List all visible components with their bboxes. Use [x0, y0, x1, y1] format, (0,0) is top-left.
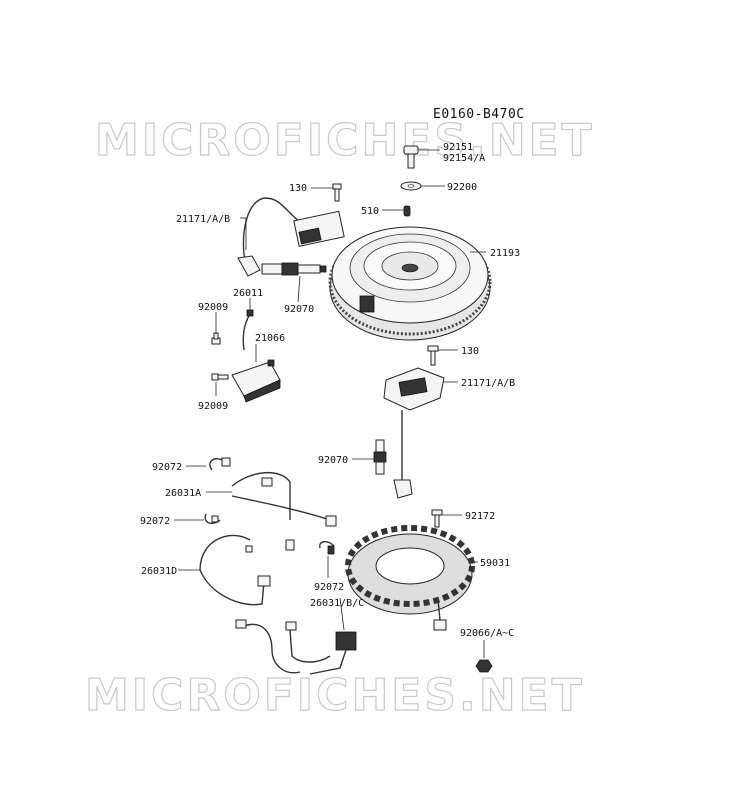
label-26031bc: 26031/B/C [310, 598, 364, 609]
label-26031d: 26031D [141, 566, 177, 577]
stator-59031 [345, 525, 475, 631]
ignition-coil-upper [237, 197, 345, 277]
label-92009-lower: 92009 [198, 401, 228, 412]
label-510: 510 [361, 206, 379, 217]
label-92154: 92154/A [443, 153, 485, 164]
label-92066: 92066/A~C [460, 628, 514, 639]
label-21193: 21193 [490, 248, 520, 259]
key-510 [403, 205, 411, 217]
label-26011: 26011 [233, 288, 263, 299]
watermark-bottom: MICROFICHES.NET [85, 670, 585, 721]
label-92072-middle: 92072 [140, 516, 170, 527]
label-26031a: 26031A [165, 488, 201, 499]
label-92151: 92151 [443, 142, 473, 153]
label-130-upper: 130 [289, 183, 307, 194]
screw-92009-lower [211, 373, 229, 381]
label-92172: 92172 [465, 511, 495, 522]
label-21171-lower: 21171/A/B [461, 378, 515, 389]
label-92070-upper: 92070 [284, 304, 314, 315]
screw-92009-upper [211, 332, 221, 345]
nut-92066 [475, 659, 493, 673]
label-59031: 59031 [480, 558, 510, 569]
spark-plug-upper [261, 262, 327, 276]
label-92072-lower: 92072 [314, 582, 344, 593]
label-21171-upper: 21171/A/B [176, 214, 230, 225]
label-130-lower: 130 [461, 346, 479, 357]
label-92070-lower: 92070 [318, 455, 348, 466]
watermark-top: MICROFICHES.NET [95, 115, 595, 166]
screw-130-lower [427, 345, 439, 366]
part-labels: 92151 92154/A 92200 130 510 21171/A/B 21… [140, 142, 520, 639]
leader-lines [174, 149, 486, 658]
diagram-code: E0160-B470C [433, 107, 525, 122]
washer-92200 [400, 181, 422, 191]
label-92009-upper: 92009 [198, 302, 228, 313]
igniter-21066 [231, 359, 281, 403]
screw-92172 [431, 509, 443, 528]
wire-harness-group [199, 457, 357, 675]
spark-plug-lower [373, 439, 387, 475]
ignition-coil-lower [383, 367, 445, 499]
label-21066: 21066 [255, 333, 285, 344]
label-92072-upper: 92072 [152, 462, 182, 473]
screw-130-upper [332, 183, 342, 202]
flywheel-21193 [328, 226, 492, 341]
lead-wire-26011 [242, 309, 254, 351]
label-92200: 92200 [447, 182, 477, 193]
